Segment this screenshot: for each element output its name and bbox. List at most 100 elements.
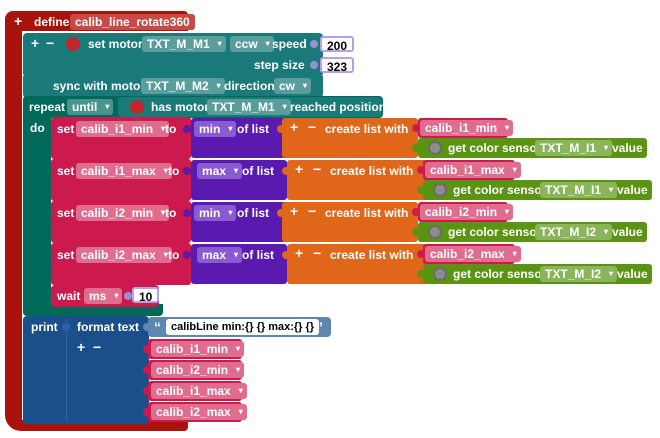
format-arg-variable-dropdown[interactable]: calib_i1_min▾ [151,341,245,357]
format-arg-variable-dropdown[interactable]: calib_i2_max▾ [151,404,247,420]
speed-label: speed [272,37,307,51]
repeat-mode-value: until [72,100,98,114]
format-arg-connector [143,408,151,416]
create-list-remove-icon[interactable]: − [308,203,317,219]
format-arg-variable-dropdown[interactable]: calib_i1_max ▾ [151,383,247,399]
format-arg-variable-value: calib_i1_max [156,384,231,398]
define-add-icon[interactable]: + [14,13,23,29]
format-arg-connector [143,366,151,374]
create-list-remove-icon[interactable]: − [308,119,317,135]
list-math-fn-dropdown[interactable]: max▾ [197,247,243,263]
set-label: set [57,122,75,136]
create-list-block[interactable] [282,118,418,158]
list-item-variable-dropdown[interactable]: calib_i2_max▾ [425,246,521,262]
direction-dropdown[interactable]: cw▾ [274,78,312,94]
format-arg-variable-dropdown[interactable]: calib_i2_min ▾ [151,362,245,378]
chevron-down-icon: ▾ [228,208,233,217]
create-list-add-icon[interactable]: + [295,161,304,177]
chevron-down-icon: ▾ [114,291,119,300]
create-list-add-icon[interactable]: + [290,203,299,219]
list-math-fn-dropdown[interactable]: min▾ [194,121,237,137]
sensor-port-value: TXT_M_I2 [540,225,597,239]
list-item-connector [412,124,420,132]
wait-value-input[interactable]: 10 [132,287,160,304]
format-arg-variable-value: calib_i1_min [156,342,229,356]
step-size-input[interactable]: 323 [320,57,355,74]
sync-label: sync with motor [53,79,146,93]
of-list-label: of list [237,122,269,136]
create-list-add-icon[interactable]: + [295,245,304,261]
chevron-down-icon: ▾ [238,386,243,395]
set-motor-remove-icon[interactable]: − [46,35,55,51]
list-item-connector [417,166,425,174]
repeat-mode-dropdown[interactable]: until ▾ [67,99,114,115]
set-label: set [57,164,75,178]
chevron-down-icon: ▾ [236,365,241,374]
template-string-field[interactable]: calibLine min:{} {} max:{} {} [166,319,320,335]
close-quote: ” [316,319,323,335]
create-list-block[interactable] [282,202,418,242]
chevron-down-icon: ▾ [161,124,166,133]
format-text-block[interactable] [66,318,149,422]
set-motor-port-value: TXT_M_M1 [147,37,210,51]
sync-motor-dropdown[interactable]: TXT_M_M2▾ [141,78,225,94]
set-motor-dir-dropdown[interactable]: ccw▾ [230,36,274,52]
sensor-port-dropdown[interactable]: TXT_M_I2 ▾ [535,224,613,240]
do-label: do [30,121,45,135]
color-sensor-connector [417,270,425,278]
get-color-sensor-label: get color sensor [453,183,547,197]
list-math-fn-dropdown[interactable]: min▾ [194,205,237,221]
chevron-down-icon: ▾ [161,208,166,217]
repeat-until-block[interactable] [23,96,51,316]
create-list-block[interactable] [287,244,427,284]
chevron-down-icon: ▾ [105,102,110,111]
list-math-fn-value: max [202,164,227,178]
set-variable-value: calib_i2_max [81,248,156,262]
wait-unit-dropdown[interactable]: ms▾ [84,288,123,304]
create-list-add-icon[interactable]: + [290,119,299,135]
to-label: to [168,248,180,262]
repeat-footer[interactable] [23,304,163,316]
list-math-fn-dropdown[interactable]: max▾ [197,163,243,179]
format-add-icon[interactable]: + [77,339,86,355]
format-arg-connector [143,387,151,395]
reached-position-label: reached position [290,100,387,114]
list-item-variable-dropdown[interactable]: calib_i1_max▾ [425,162,521,178]
set-variable-dropdown[interactable]: calib_i2_max ▾ [76,247,172,263]
set-variable-dropdown[interactable]: calib_i2_min▾ [76,205,170,221]
create-list-remove-icon[interactable]: − [313,161,322,177]
wait-label: wait [57,289,81,303]
has-motor-label: has motor [151,100,210,114]
set-variable-dropdown[interactable]: calib_i1_min ▾ [76,121,170,137]
of-list-label: of list [242,164,274,178]
procedure-name-field[interactable]: calib_line_rotate360 [70,14,195,30]
list-math-connector [183,125,191,133]
format-arg-variable-value: calib_i2_min [156,363,229,377]
to-label: to [165,206,177,220]
create-list-label: create list with [325,122,409,136]
set-variable-dropdown[interactable]: calib_i1_max▾ [76,163,172,179]
has-motor-port-dropdown[interactable]: TXT_M_M1▾ [207,99,291,115]
chevron-down-icon: ▾ [512,165,517,174]
chevron-down-icon: ▾ [228,124,233,133]
set-label: set [57,248,75,262]
list-math-connector [183,167,191,175]
list-item-variable-dropdown[interactable]: calib_i1_min▾ [420,120,514,136]
speed-input[interactable]: 200 [320,36,355,53]
set-motor-port-dropdown[interactable]: TXT_M_M1▾ [142,36,226,52]
of-list-label: of list [237,206,269,220]
set-variable-value: calib_i1_min [81,122,154,136]
chevron-down-icon: ▾ [234,250,239,259]
format-remove-icon[interactable]: − [93,339,102,355]
list-item-variable-dropdown[interactable]: calib_i2_min▾ [420,204,514,220]
create-list-block[interactable] [287,160,427,200]
sensor-port-dropdown[interactable]: TXT_M_I1▾ [540,182,618,198]
chevron-down-icon: ▾ [163,250,168,259]
chevron-down-icon: ▾ [604,227,609,236]
set-motor-add-icon[interactable]: + [31,35,40,51]
sensor-port-value: TXT_M_I1 [540,141,597,155]
sensor-port-dropdown[interactable]: TXT_M_I2▾ [540,266,618,282]
chevron-down-icon: ▾ [238,407,243,416]
create-list-remove-icon[interactable]: − [313,245,322,261]
sensor-port-dropdown[interactable]: TXT_M_I1▾ [535,140,613,156]
